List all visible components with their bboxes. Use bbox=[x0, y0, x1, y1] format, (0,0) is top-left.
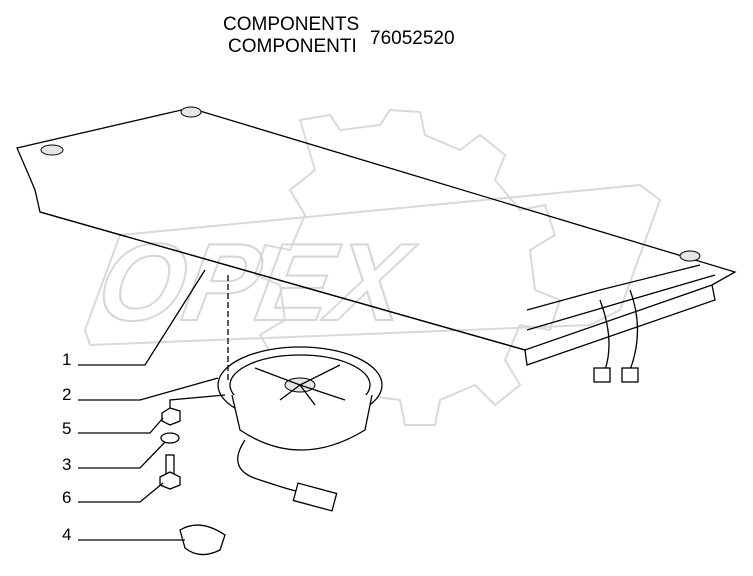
callout-4: 4 bbox=[62, 525, 72, 544]
title-italian: COMPONENTI bbox=[228, 36, 357, 57]
callout-5: 5 bbox=[62, 419, 72, 438]
radiator-housing bbox=[16, 106, 737, 383]
callout-1: 1 bbox=[62, 350, 72, 369]
hardware-parts bbox=[159, 407, 226, 556]
callout-6: 6 bbox=[62, 488, 72, 507]
title-english: COMPONENTS bbox=[223, 14, 360, 35]
part-number: 76052520 bbox=[370, 28, 455, 49]
callout-3: 3 bbox=[62, 455, 72, 474]
fan-assembly bbox=[217, 346, 383, 512]
callout-2: 2 bbox=[62, 385, 72, 404]
leader-lines bbox=[78, 269, 229, 541]
